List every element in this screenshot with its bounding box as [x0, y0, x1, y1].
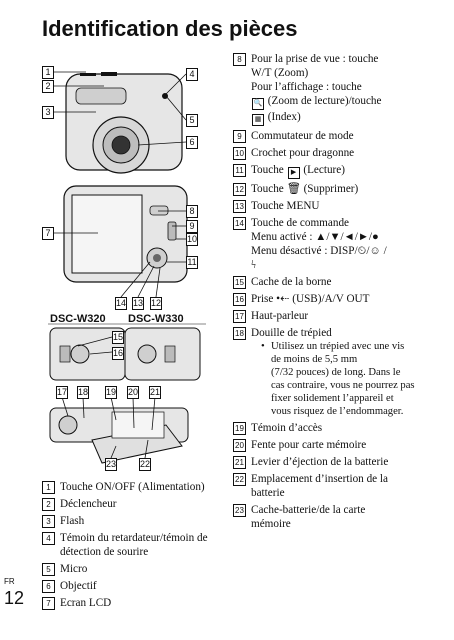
usb-icon: •⇠ — [276, 293, 290, 305]
self-timer-icon: ⏲ — [357, 245, 367, 257]
callout-13: 13 — [132, 297, 144, 310]
camera-front-view — [65, 72, 183, 174]
callout-2: 2 — [42, 80, 54, 93]
list-item: 11 Touche ▶ (Lecture) — [233, 163, 448, 179]
callout-11: 11 — [186, 256, 198, 269]
list-item: 12 Touche 🗑 (Supprimer) — [233, 182, 448, 196]
trash-icon: 🗑 — [286, 183, 301, 195]
index-grid-icon: ▦ — [252, 114, 264, 126]
callout-22: 22 — [139, 458, 151, 471]
callout-12: 12 — [150, 297, 162, 310]
callout-18: 18 — [77, 386, 89, 399]
callout-6: 6 — [186, 136, 198, 149]
callout-3: 3 — [42, 106, 54, 119]
callout-5: 5 — [186, 114, 198, 127]
callout-19: 19 — [105, 386, 117, 399]
callout-16: 16 — [112, 347, 124, 360]
callout-leaders — [53, 71, 187, 459]
tripod-note: Utilisez un trépied avec une vis de moin… — [251, 340, 448, 418]
smile-icon: ☺ — [369, 245, 381, 257]
callout-15: 15 — [112, 331, 124, 344]
model-label-w320: DSC-W320 — [50, 313, 106, 325]
callout-20: 20 — [127, 386, 139, 399]
callout-8: 8 — [186, 205, 198, 218]
camera-side-views — [49, 327, 201, 381]
list-item: 8 Pour la prise de vue : touche W/T (Zoo… — [233, 52, 448, 126]
page-title: Identification des pièces — [42, 16, 298, 41]
flash-icon: ϟ — [251, 259, 257, 271]
magnifier-icon: 🔍 — [252, 98, 264, 110]
list-item: 14 Touche de commande Menu activé : ▲/▼/… — [233, 216, 448, 272]
play-icon: ▶ — [287, 167, 300, 179]
callout-7: 7 — [42, 227, 54, 240]
model-label-w330: DSC-W330 — [128, 313, 184, 325]
language-tag: FR — [4, 577, 15, 586]
callout-17: 17 — [56, 386, 68, 399]
callout-9: 9 — [186, 220, 198, 233]
camera-back-view — [63, 185, 188, 283]
camera-bottom-view — [49, 407, 189, 464]
callout-23: 23 — [105, 458, 117, 471]
list-item: 18 Douille de trépied Utilisez un trépie… — [233, 326, 448, 418]
page-number: 12 — [4, 588, 25, 608]
parts-list-right: 8 Pour la prise de vue : touche W/T (Zoo… — [233, 52, 448, 534]
callout-10: 10 — [186, 233, 198, 246]
callout-4: 4 — [186, 68, 198, 81]
list-item: 16 Prise •⇠ (USB)/A/V OUT — [233, 292, 448, 306]
callout-14: 14 — [115, 297, 127, 310]
callout-21: 21 — [149, 386, 161, 399]
callout-1: 1 — [42, 66, 54, 79]
